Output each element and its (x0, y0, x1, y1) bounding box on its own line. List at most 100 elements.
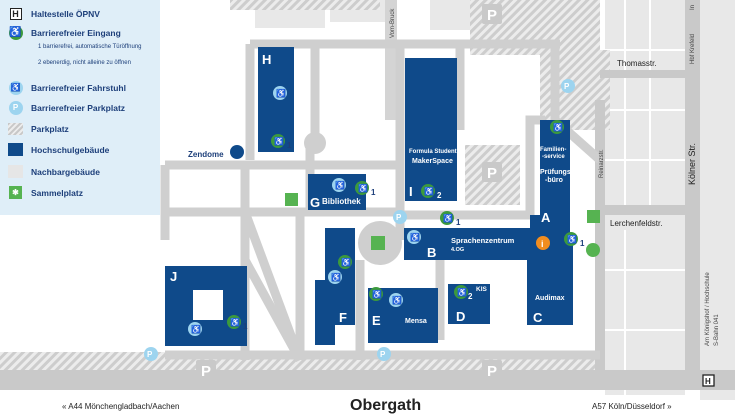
wheelchair-elevator-icon: ♿ (389, 293, 403, 307)
svg-text:♿: ♿ (392, 295, 402, 305)
accessible-parking: P P P P (144, 79, 575, 361)
zendome-label: Zendome (188, 150, 224, 159)
wheelchair-elevator-icon: ♿ (407, 230, 421, 244)
neighbour-outlines (605, 0, 685, 395)
parking-sign-center (482, 162, 502, 182)
building-b-letter: B (427, 245, 436, 260)
street-reinarz: Reinarzstr. (599, 149, 605, 178)
building-b-floor: 4.OG (451, 247, 464, 253)
legend-label: Barrierefreier Parkplatz (31, 102, 126, 113)
street-koelner: Kölner Str. (687, 143, 697, 185)
parking-area-icon (8, 122, 23, 135)
legend-item-university: Hochschulgebäude (8, 142, 109, 157)
legend-label: Parkplatz (31, 123, 69, 134)
svg-text:♿: ♿ (335, 180, 345, 190)
assembly-point-icon (285, 193, 298, 206)
wheelchair-elevator-icon: ♿ (328, 270, 342, 284)
roads (0, 0, 735, 390)
building-f (315, 228, 355, 345)
legend-item-assembly: ✱ Sammelplatz (8, 185, 83, 200)
wheelchair-elevator-icon: ♿ (332, 178, 346, 192)
svg-text:i: i (541, 239, 544, 249)
street-lerchen: Lerchenfeldstr. (610, 219, 662, 228)
zendome-marker (230, 145, 244, 159)
assembly-point-icon: ✱ (9, 186, 22, 199)
wheelchair-entrance-icon: ♿ (8, 25, 23, 40)
street-obergath: Obergath (350, 397, 421, 414)
assembly-points (285, 193, 600, 257)
bus-stop-icon (702, 374, 715, 387)
entrance-g-sup: 1 (371, 188, 376, 197)
building-a-label1: Familien- (540, 147, 566, 153)
building-g-letter: G (310, 195, 320, 210)
building-e-letter: E (372, 313, 381, 328)
street-thomas: Thomasstr. (617, 59, 657, 68)
wheelchair-entrance-icon: ♿ (271, 134, 285, 148)
wheelchair-entrance-icon: ♿ (369, 287, 383, 301)
wheelchair-entrance-icon: ♿ (564, 232, 578, 246)
assembly-point-icon (371, 236, 385, 250)
legend-note-1: 1 barrierefrei, automatische Türöffnung (38, 44, 142, 50)
elevators: ♿ ♿ ♿ ♿ ♿ ♿ (188, 86, 421, 336)
wheelchair-entrance-icon: ♿ (227, 315, 241, 329)
svg-text:♿: ♿ (443, 213, 453, 223)
building-i-letter: I (409, 184, 413, 199)
building-i (405, 58, 457, 201)
svg-text:♿: ♿ (358, 183, 368, 193)
building-d-name: KIS (476, 286, 488, 293)
building-a-label4: -büro (545, 177, 563, 184)
legend-label: Hochschulgebäude (31, 144, 110, 155)
building-c-letter: C (533, 310, 543, 325)
building-a-label3: Prüfungs- (540, 169, 574, 176)
parking-sign-south-west-label: P (201, 363, 211, 380)
bus-stop-icon: H (9, 7, 22, 20)
legend-note-2: 2 ebenerdig, nicht alleine zu öffnen (38, 60, 131, 66)
accessible-parking-icon (561, 79, 575, 93)
building-h-letter: H (262, 52, 271, 67)
building-c-name: Audimax (535, 295, 565, 302)
svg-text:♿: ♿ (276, 88, 286, 98)
building-j-letter: J (170, 269, 177, 284)
accessible-entrances: ♿ 1 ♿ 1 ♿ 2 ♿ 1 ♿ ♿ 1 ♿ ♿ 2 ♿ ♿ 1 (227, 120, 585, 331)
entrance-a-sup: 1 (580, 239, 585, 248)
sign-hbf: Hbf Krefeld (690, 34, 696, 64)
gate-icon (586, 243, 600, 257)
building-d-letter: D (456, 309, 465, 324)
building-i-name2: MakerSpace (412, 158, 453, 165)
building-c (527, 245, 573, 325)
road-sign-a44: « A44 Mönchengladbach/Aachen (62, 402, 179, 411)
parking-sign-south-east-label: P (487, 363, 497, 380)
entrance-i-sup: 2 (437, 191, 442, 200)
svg-text:H: H (705, 377, 711, 386)
accessible-parking-icon (377, 347, 391, 361)
map-legend: H Haltestelle ÖPNV ♿ Barrierefreier Eing… (0, 0, 160, 215)
wheelchair-elevator-icon: ♿ (273, 86, 287, 100)
wheelchair-entrance-icon: ♿ (421, 184, 435, 198)
svg-text:P: P (396, 213, 402, 222)
wheelchair-entrance-icon: ♿ (454, 285, 468, 299)
assembly-point-icon (587, 210, 600, 223)
legend-label: Sammelplatz (31, 187, 83, 198)
info-icon (536, 236, 550, 250)
legend-label: Barrierefreier Eingang (31, 27, 121, 38)
building-e-name: Mensa (405, 318, 427, 325)
campus-paths (160, 39, 603, 363)
svg-text:P: P (147, 350, 153, 359)
parking-sign-center-label: P (487, 165, 497, 182)
svg-text:P: P (380, 350, 386, 359)
parking-sign-south-west (196, 360, 216, 380)
bus-stop-name: Am Königshof / Hochschule (705, 272, 711, 346)
entrance-j-sup: 1 (243, 322, 248, 331)
svg-text:♿: ♿ (372, 289, 382, 299)
building-j-courtyard (193, 290, 223, 320)
building-f-letter: F (339, 310, 347, 325)
legend-label: Nachbargebäude (31, 166, 100, 177)
street-vom-bruck: Vom-Bruck (390, 8, 396, 38)
accessible-parking-icon (393, 210, 407, 224)
building-a (530, 120, 570, 245)
parking-sign-north (482, 4, 502, 24)
svg-text:P: P (564, 82, 570, 91)
legend-item-parking: Parkplatz (8, 121, 69, 136)
legend-item-accessible-parking: P Barrierefreier Parkplatz (8, 100, 125, 115)
bus-line: S-Bahn 041 (714, 314, 720, 346)
